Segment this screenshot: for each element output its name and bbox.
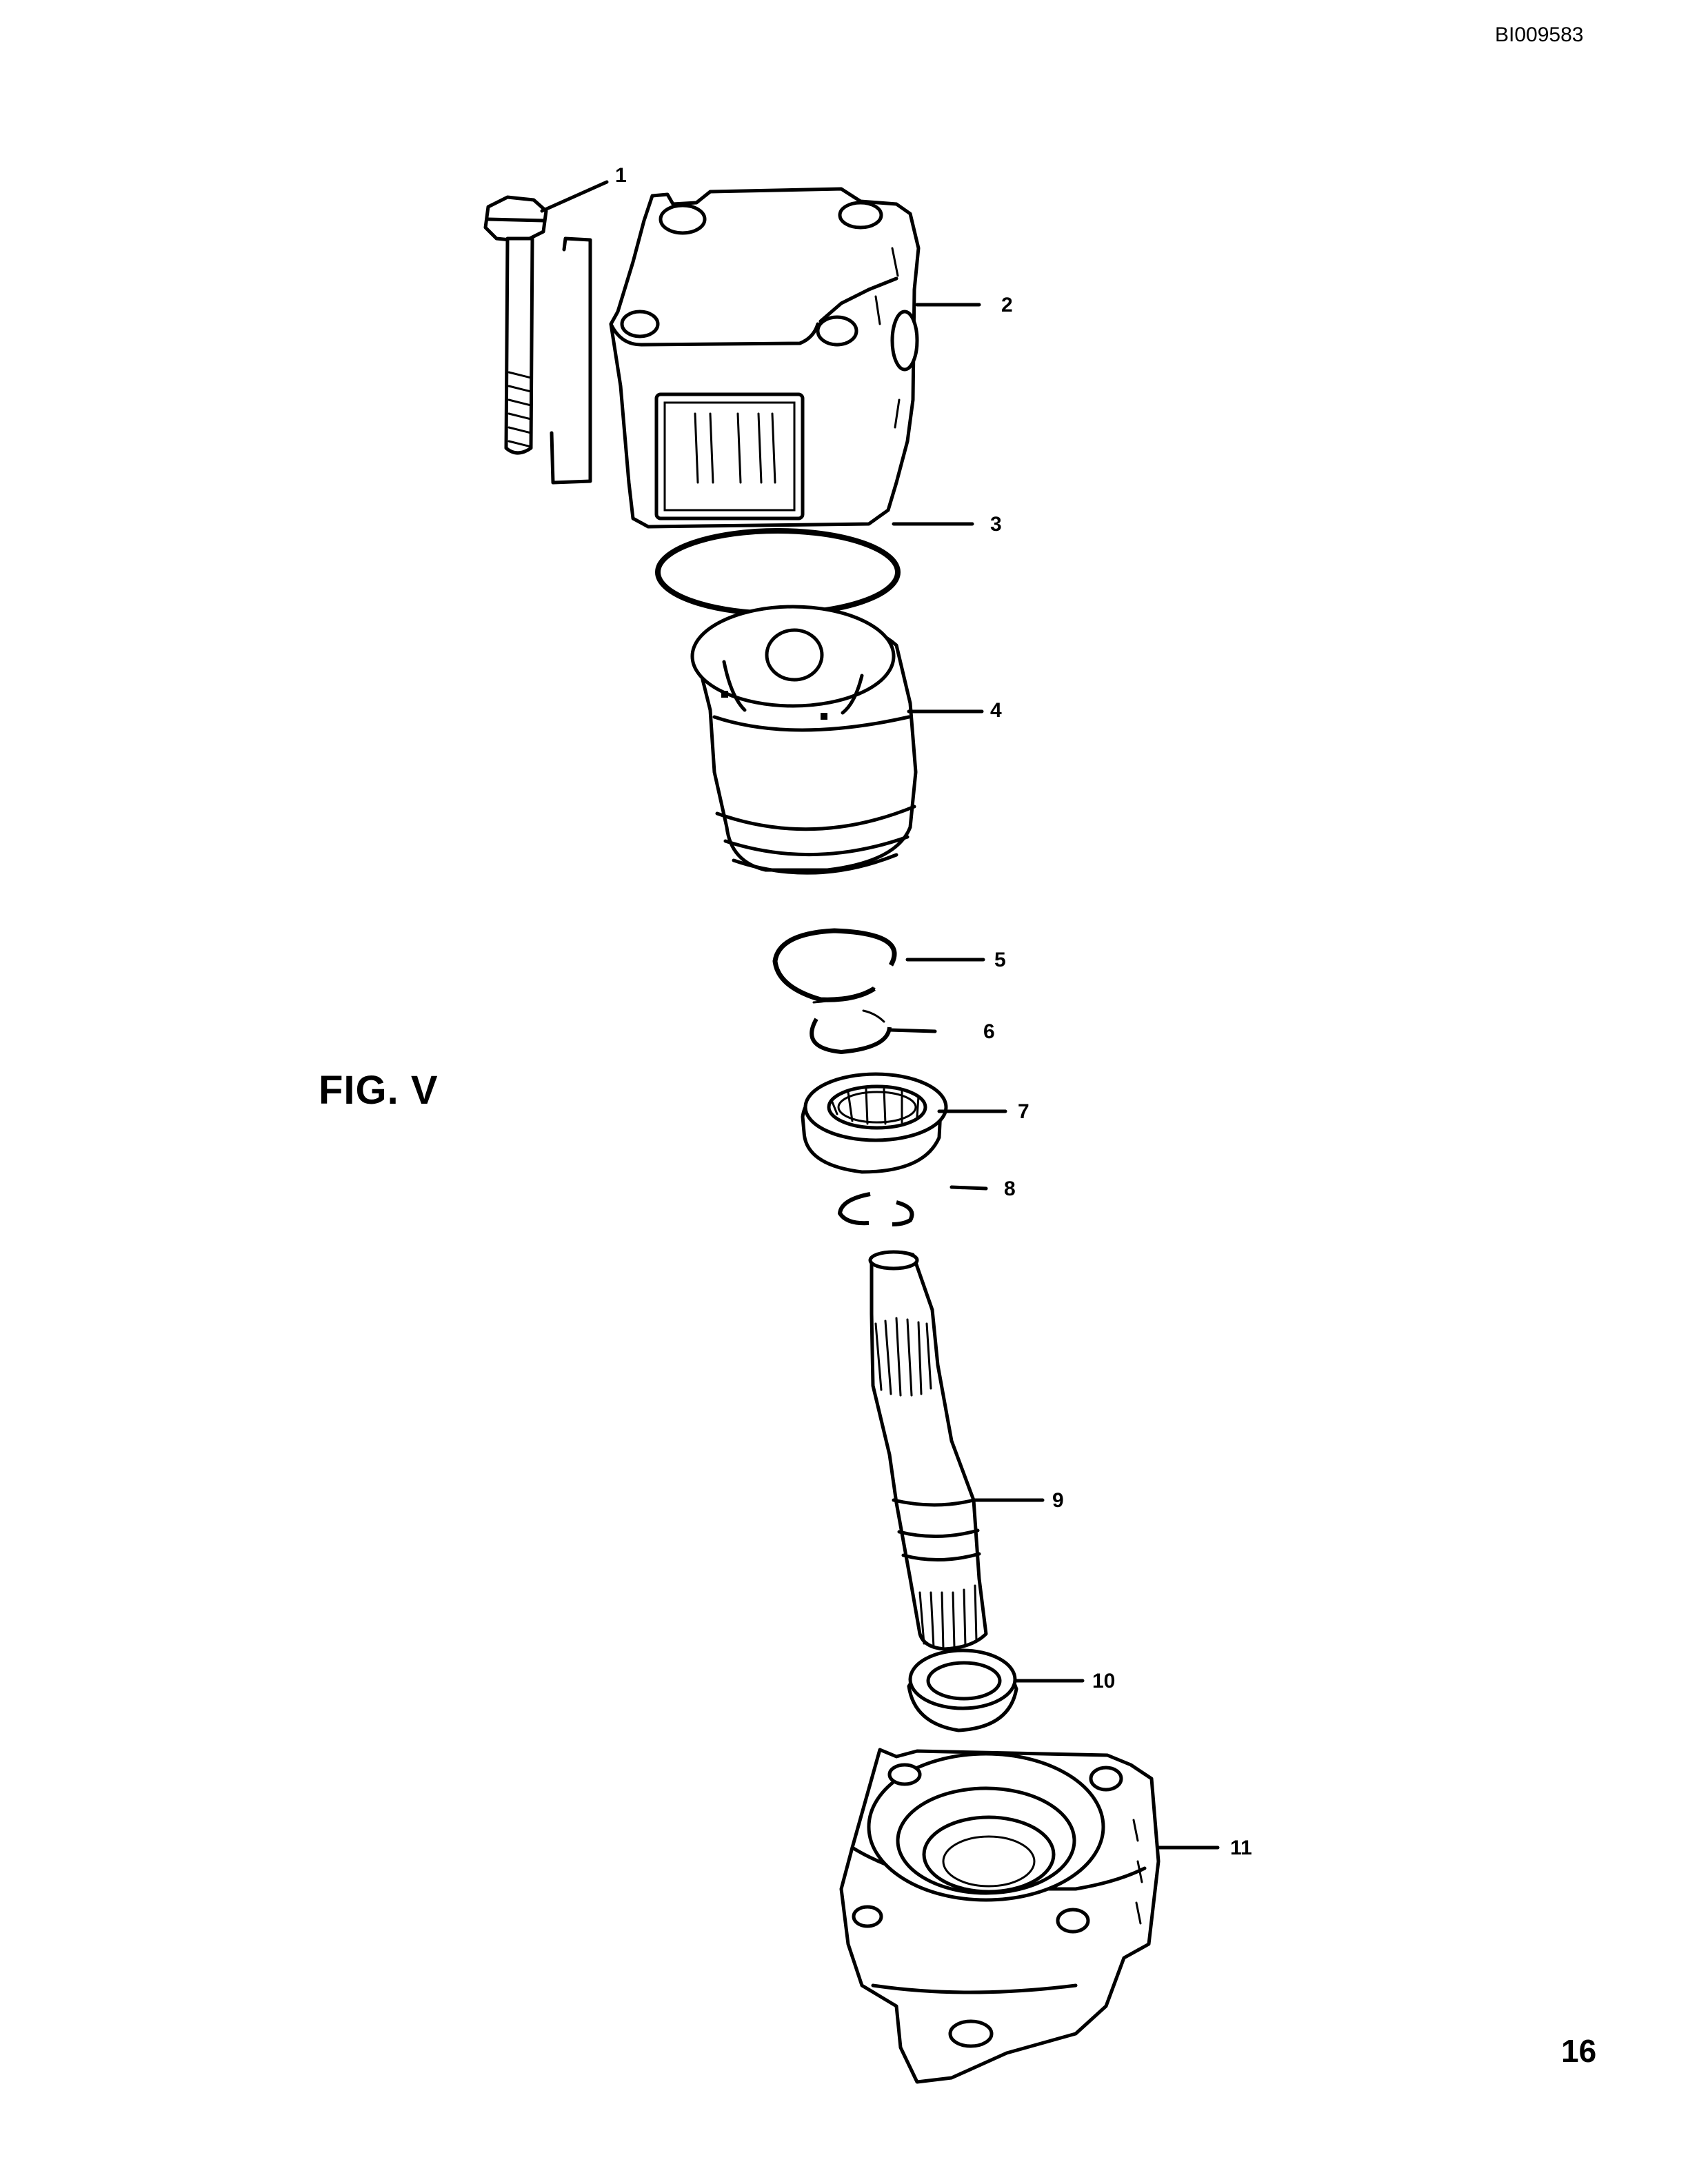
callout-3: 3: [990, 513, 1002, 536]
page-number: 16: [1561, 2033, 1597, 2069]
rotor-group-icon: [690, 605, 918, 875]
callout-5: 5: [994, 949, 1006, 971]
callout-10: 10: [1092, 1670, 1115, 1692]
leader-line-6: [887, 1028, 937, 1033]
bolt-icon: [483, 195, 592, 485]
callout-2: 2: [1001, 294, 1013, 316]
callout-11: 11: [1230, 1837, 1252, 1859]
snap-ring-icon: [772, 928, 897, 1004]
leader-line-8: [950, 1185, 988, 1191]
callout-4: 4: [990, 699, 1002, 722]
end-cover-icon: [839, 1748, 1160, 2084]
leader-line-1: [540, 180, 609, 213]
retaining-ring-icon: [837, 1192, 914, 1226]
valve-housing-icon: [609, 187, 921, 529]
retaining-ring-icon: [810, 1009, 892, 1055]
document-id: BI009583: [1495, 23, 1584, 46]
callout-6: 6: [983, 1020, 995, 1043]
callout-9: 9: [1052, 1489, 1064, 1512]
callout-1: 1: [615, 164, 627, 187]
bearing-icon: [801, 1072, 948, 1174]
shaft-seal-icon: [907, 1648, 1018, 1732]
figure-title: FIG. V: [319, 1068, 439, 1113]
callout-7: 7: [1018, 1100, 1029, 1123]
o-ring-icon: [655, 528, 901, 616]
callout-8: 8: [1004, 1177, 1016, 1200]
callout-labels: 1 2 3 4 5 6 7 8 9 10 11: [615, 164, 1252, 1859]
splined-shaft-icon: [868, 1250, 988, 1651]
leader-lines: [540, 180, 1220, 1850]
